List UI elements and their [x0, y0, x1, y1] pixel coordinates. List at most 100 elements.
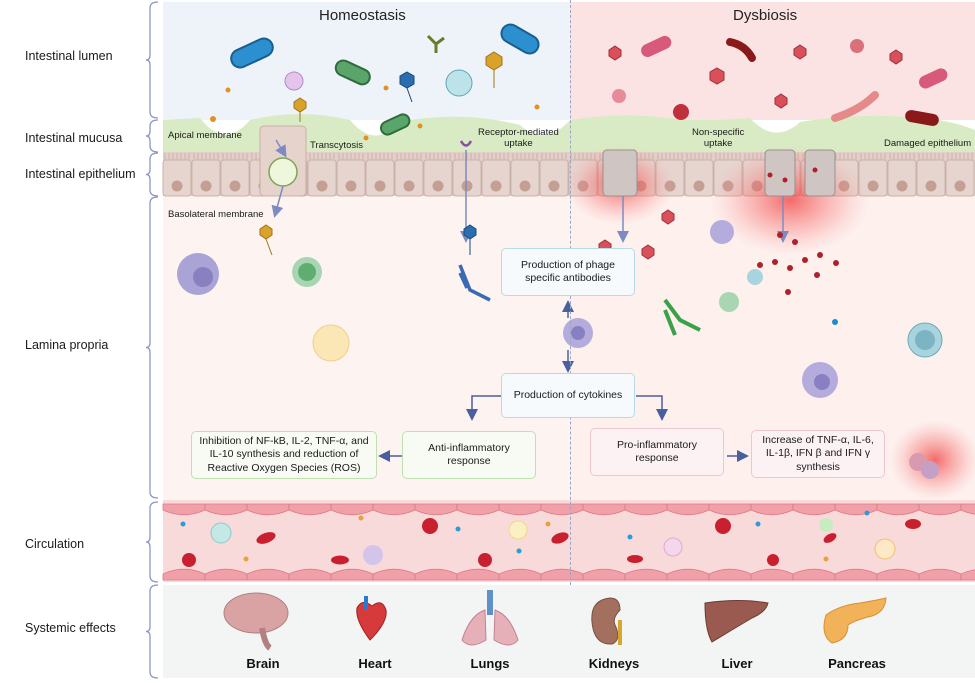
row-label-lumen: Intestinal lumen [25, 49, 113, 63]
microvilli [483, 153, 509, 160]
organ-label-kidneys: Kidneys [588, 656, 640, 671]
virus [673, 104, 689, 120]
pathogen [919, 68, 948, 89]
damaged-epithelium-label: Damaged epithelium [884, 138, 972, 149]
non-specific-label: Non-specific uptake [692, 127, 745, 150]
endothelial-cell [288, 503, 332, 516]
microvilli [164, 153, 190, 160]
endothelial-cell [582, 503, 626, 516]
row-bracket [145, 152, 159, 197]
microvilli [338, 153, 364, 160]
endothelial-cell [204, 503, 248, 516]
pancreas-icon [823, 597, 887, 644]
microvilli [222, 153, 248, 160]
nucleus [896, 180, 908, 192]
mast-cell [312, 324, 350, 362]
phage [399, 71, 477, 255]
nucleus [954, 180, 966, 192]
row-label-lamina: Lamina propria [25, 338, 109, 352]
nucleus [693, 180, 705, 192]
transcytosis-label: Transcytosis [310, 140, 363, 151]
phage [259, 51, 503, 256]
endothelial-cell [834, 568, 878, 581]
endothelial-cell [792, 568, 836, 581]
dysbiosis-lumen-panel [570, 2, 975, 120]
nucleus [867, 180, 879, 192]
row-label-circulation: Circulation [25, 537, 85, 551]
endothelial-cell [792, 503, 836, 516]
microvilli [367, 153, 393, 160]
vesicle [268, 157, 298, 187]
microvilli [947, 153, 973, 160]
endothelial-cell [918, 568, 962, 581]
endothelial-cell [708, 503, 752, 516]
antibody [458, 264, 491, 302]
inhibition-box: Inhibition of NF-kB, IL-2, TNF-α, and IL… [191, 431, 377, 479]
pathogen [641, 35, 672, 57]
microvilli [425, 153, 451, 160]
endothelial-cell [876, 568, 920, 581]
endothelial-cell [498, 503, 542, 516]
antibody-production-box: Production of phage specific antibodies [501, 248, 635, 296]
macrophage [710, 220, 734, 244]
endothelial-cell [750, 568, 794, 581]
b-cell [719, 292, 739, 312]
endothelial-cell [666, 568, 710, 581]
blood-cells [182, 518, 921, 567]
organ-label-brain: Brain [246, 656, 280, 671]
row-bracket [145, 1, 159, 119]
t-cell [747, 269, 763, 285]
endothelial-cell [624, 568, 668, 581]
organ-label-pancreas: Pancreas [828, 656, 886, 671]
endothelial-cell [162, 568, 206, 581]
endothelial-cell [162, 503, 206, 516]
nucleus [374, 180, 386, 192]
microvilli [860, 153, 886, 160]
endothelial-cell [372, 568, 416, 581]
endothelial-cell [414, 503, 458, 516]
endothelial-cell [540, 503, 584, 516]
endothelial-cell [372, 503, 416, 516]
bacterium [500, 23, 540, 55]
homeostasis-title: Homeostasis [319, 7, 406, 24]
damaged-cell [764, 149, 796, 197]
endothelial-cell [582, 568, 626, 581]
microvilli [309, 153, 335, 160]
nucleus [925, 180, 937, 192]
endothelial-cell [330, 568, 374, 581]
virus [612, 89, 626, 103]
vessel-wall-top [162, 503, 975, 516]
anti-inflammatory-box: Anti-inflammatory response [402, 431, 536, 479]
cytokine-production-box: Production of cytokines [501, 373, 635, 418]
endothelial-cell [960, 569, 975, 581]
bacterium [230, 37, 274, 69]
microvilli [918, 153, 944, 160]
endothelial-cell [204, 568, 248, 581]
endothelial-cell [876, 503, 920, 516]
microvilli [512, 153, 538, 160]
heart-icon [356, 596, 387, 641]
endothelial-cell [540, 568, 584, 581]
virus [445, 69, 473, 97]
dysbiosis-title: Dysbiosis [733, 7, 798, 24]
nucleus [519, 180, 531, 192]
row-bracket [145, 501, 159, 583]
receptor-mediated-label: Receptor-mediated uptake [478, 127, 559, 150]
virus [850, 39, 864, 53]
nucleus [461, 180, 473, 192]
damaged-cell [602, 149, 638, 197]
antibody [663, 298, 701, 336]
kidney-icon [591, 597, 622, 645]
basolateral-membrane-label: Basolateral membrane [168, 209, 264, 220]
microvilli [454, 153, 480, 160]
nucleus [171, 180, 183, 192]
brain-icon [223, 592, 289, 651]
row-bracket [145, 584, 159, 679]
endothelial-cell [666, 503, 710, 516]
pathogen [726, 38, 756, 62]
bacterium [380, 113, 411, 136]
microvilli [686, 153, 712, 160]
damaged-cell [804, 149, 836, 197]
microvilli [193, 153, 219, 160]
